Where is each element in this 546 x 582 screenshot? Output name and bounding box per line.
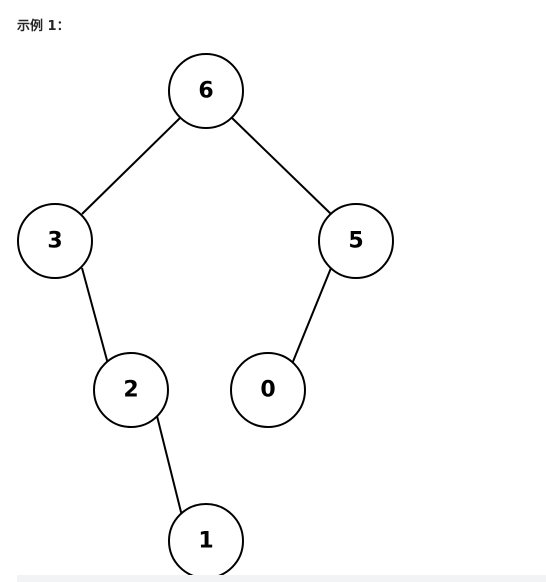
- node-label: 6: [198, 79, 213, 104]
- node-circle: [17, 203, 93, 279]
- node-circle: [168, 53, 244, 129]
- tree-edges: [81, 117, 332, 517]
- tree-node-0: 0: [230, 352, 306, 428]
- edge-6-3: [81, 117, 181, 215]
- node-label: 1: [198, 529, 213, 554]
- edge-6-5: [231, 117, 332, 215]
- node-circle: [318, 203, 394, 279]
- code-block-top-edge: [17, 575, 546, 582]
- tree-node-5: 5: [318, 203, 394, 279]
- example-heading: 示例 1：: [17, 19, 70, 34]
- tree-node-2: 2: [93, 352, 169, 428]
- tree-node-1: 1: [168, 503, 244, 579]
- edge-5-0: [291, 267, 332, 365]
- node-label: 5: [348, 229, 363, 254]
- tree-node-3: 3: [17, 203, 93, 279]
- node-label: 3: [47, 229, 62, 254]
- node-circle: [93, 352, 169, 428]
- edge-3-2: [81, 267, 109, 365]
- node-label: 2: [123, 378, 138, 403]
- tree-node-6: 6: [168, 53, 244, 129]
- node-label: 0: [260, 378, 275, 403]
- edge-2-1: [156, 415, 183, 517]
- node-circle: [230, 352, 306, 428]
